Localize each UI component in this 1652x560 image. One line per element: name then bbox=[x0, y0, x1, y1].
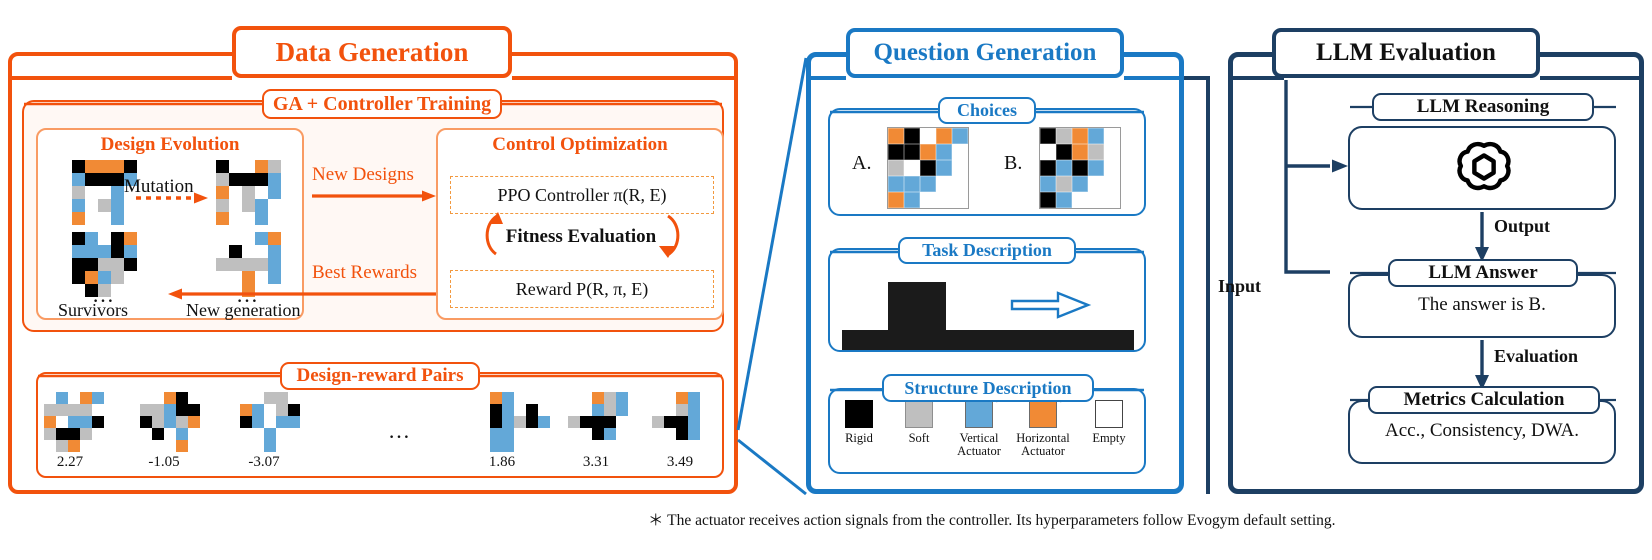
question-generation-title: Question Generation bbox=[846, 28, 1124, 78]
ppo-controller-row: PPO Controller π(R, E) bbox=[450, 176, 714, 214]
metrics-calculation-title: Metrics Calculation bbox=[1368, 386, 1600, 414]
task-description-title: Task Description bbox=[898, 237, 1076, 264]
ga-controller-training-title: GA + Controller Training bbox=[262, 89, 502, 119]
structure-description-title: Structure Description bbox=[882, 374, 1094, 402]
legend-label-soft: Soft bbox=[908, 431, 930, 445]
legend-swatch-horizontal-actuator bbox=[1029, 400, 1057, 428]
llm-answer-title: LLM Answer bbox=[1388, 259, 1578, 287]
legend-label-horizontal-actuator: Horizontal Actuator bbox=[1016, 431, 1070, 458]
legend-item-horizontal-actuator: * Horizontal Actuator bbox=[1014, 394, 1072, 458]
pair-value-3: -3.07 bbox=[248, 454, 280, 470]
survivors-caption: Survivors bbox=[58, 300, 129, 320]
legend-swatch-soft bbox=[905, 400, 933, 428]
input-label: Input bbox=[1218, 276, 1262, 296]
legend-label-empty: Empty bbox=[1092, 431, 1126, 445]
legend-swatch-vertical-actuator bbox=[965, 400, 993, 428]
legend-item-soft: Soft bbox=[890, 400, 948, 445]
pair-value-2: -1.05 bbox=[148, 454, 180, 470]
choice-a-label: A. bbox=[852, 152, 872, 174]
legend-swatch-rigid bbox=[845, 400, 873, 428]
task-ground-shape bbox=[842, 330, 1134, 350]
choice-b-grid[interactable] bbox=[1039, 127, 1121, 209]
choice-b-label: B. bbox=[1004, 152, 1023, 174]
llm-reasoning-box bbox=[1348, 126, 1616, 210]
reward-row: Reward P(R, π, E) bbox=[450, 270, 714, 308]
legend-item-rigid: Rigid bbox=[830, 400, 888, 445]
new-generation-caption: New generation bbox=[186, 300, 301, 320]
pairs-ellipsis: … bbox=[388, 418, 413, 443]
task-direction-arrow-icon bbox=[1010, 291, 1092, 319]
mutation-label: Mutation bbox=[124, 176, 194, 197]
fitness-evaluation-label: Fitness Evaluation bbox=[505, 226, 657, 247]
pair-value-5: 3.31 bbox=[582, 454, 610, 470]
design-evolution-title: Design Evolution bbox=[100, 134, 240, 155]
footnote: ＊ The actuator receives action signals f… bbox=[648, 512, 1336, 529]
llm-reasoning-title: LLM Reasoning bbox=[1372, 93, 1594, 121]
best-rewards-label: Best Rewards bbox=[312, 262, 418, 283]
openai-logo-icon bbox=[1457, 141, 1511, 191]
llm-answer-text: The answer is B. bbox=[1418, 294, 1546, 315]
new-designs-label: New Designs bbox=[312, 164, 414, 185]
output-label: Output bbox=[1494, 216, 1551, 236]
pair-value-1: 2.27 bbox=[56, 454, 84, 470]
control-optimization-title: Control Optimization bbox=[492, 134, 668, 155]
legend-item-empty: Empty bbox=[1080, 400, 1138, 445]
legend-label-rigid: Rigid bbox=[845, 431, 873, 445]
data-generation-title: Data Generation bbox=[232, 26, 512, 78]
design-reward-pairs-title: Design-reward Pairs bbox=[280, 362, 480, 390]
survivors-ellipsis: … bbox=[92, 282, 117, 307]
pair-value-4: 1.86 bbox=[488, 454, 516, 470]
llm-evaluation-title: LLM Evaluation bbox=[1272, 28, 1540, 78]
legend-label-vertical-actuator: Vertical Actuator bbox=[957, 431, 1001, 458]
task-block-shape bbox=[888, 282, 946, 334]
legend-swatch-empty bbox=[1095, 400, 1123, 428]
metrics-calculation-text: Acc., Consistency, DWA. bbox=[1384, 420, 1579, 441]
legend-item-vertical-actuator: * Vertical Actuator bbox=[950, 394, 1008, 458]
choice-a-grid[interactable] bbox=[887, 127, 969, 209]
choices-title: Choices bbox=[938, 97, 1036, 124]
pair-value-6: 3.49 bbox=[666, 454, 694, 470]
evaluation-label: Evaluation bbox=[1494, 346, 1579, 366]
